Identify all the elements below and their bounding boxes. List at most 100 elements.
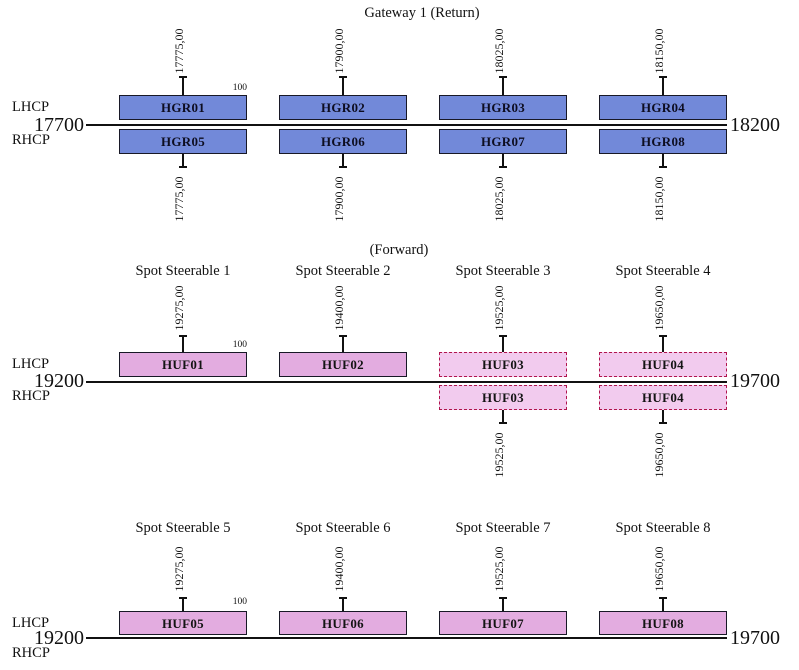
tick-stem [662, 410, 664, 422]
channel-box-huf01: HUF01 [119, 352, 247, 377]
beam-header-spot-steerable-6: Spot Steerable 6 [295, 520, 391, 536]
axis-start-frequency: 17700 [34, 114, 84, 136]
tick-cap [499, 76, 507, 78]
center-frequency-label: 19400,00 [332, 285, 346, 331]
tick-cap [339, 166, 347, 168]
channel-box-hgr08: HGR08 [599, 129, 727, 154]
tick-cap [659, 597, 667, 599]
tick-stem [502, 154, 504, 166]
tick-cap [499, 422, 507, 424]
tick-cap [659, 166, 667, 168]
tick-stem [502, 78, 504, 95]
tick-stem [182, 154, 184, 166]
channel-box-huf06: HUF06 [279, 611, 407, 635]
polarization-label-lhcp: LHCP [12, 356, 50, 372]
tick-stem [662, 78, 664, 95]
tick-cap [499, 335, 507, 337]
tick-cap [339, 76, 347, 78]
beam-header-spot-steerable-4: Spot Steerable 4 [615, 263, 711, 279]
tick-cap [659, 76, 667, 78]
channel-box-huf04-lhcp: HUF04 [599, 352, 727, 377]
center-frequency-label: 17900,00 [332, 28, 346, 74]
axis-start-frequency: 19200 [34, 627, 84, 649]
polarization-label-lhcp: LHCP [12, 615, 50, 631]
beam-header-spot-steerable-5: Spot Steerable 5 [135, 520, 231, 536]
tick-cap [179, 597, 187, 599]
center-frequency-label: 19525,00 [492, 285, 506, 331]
tick-cap [179, 335, 187, 337]
channel-box-huf08: HUF08 [599, 611, 727, 635]
tick-stem [342, 599, 344, 611]
tick-cap [499, 597, 507, 599]
axis-start-frequency: 19200 [34, 370, 84, 392]
bandwidth-label: 100 [232, 597, 247, 607]
channel-box-hgr07: HGR07 [439, 129, 567, 154]
tick-stem [662, 599, 664, 611]
channel-box-hgr05: HGR05 [119, 129, 247, 154]
frequency-axis-line [86, 381, 727, 383]
center-frequency-label: 19650,00 [652, 285, 666, 331]
center-frequency-label: 18025,00 [492, 28, 506, 74]
beam-header-spot-steerable-3: Spot Steerable 3 [455, 263, 551, 279]
tick-cap [179, 76, 187, 78]
center-frequency-label: 19275,00 [172, 546, 186, 592]
frequency-axis-line [86, 637, 727, 639]
tick-stem [182, 599, 184, 611]
channel-box-huf07: HUF07 [439, 611, 567, 635]
channel-box-hgr03: HGR03 [439, 95, 567, 120]
center-frequency-label: 18150,00 [652, 28, 666, 74]
channel-box-huf03-rhcp: HUF03 [439, 385, 567, 410]
center-frequency-label: 18150,00 [652, 176, 666, 222]
tick-stem [502, 599, 504, 611]
bandwidth-label: 100 [232, 340, 247, 350]
center-frequency-label: 17900,00 [332, 176, 346, 222]
beam-header-spot-steerable-8: Spot Steerable 8 [615, 520, 711, 536]
channel-box-hgr01: HGR01 [119, 95, 247, 120]
center-frequency-label: 19650,00 [652, 432, 666, 478]
center-frequency-label: 19650,00 [652, 546, 666, 592]
tick-stem [502, 337, 504, 352]
tick-stem [182, 78, 184, 95]
beam-header-spot-steerable-2: Spot Steerable 2 [295, 263, 391, 279]
tick-cap [659, 422, 667, 424]
tick-stem [502, 410, 504, 422]
center-frequency-label: 17775,00 [172, 176, 186, 222]
center-frequency-label: 19525,00 [492, 432, 506, 478]
channel-box-hgr02: HGR02 [279, 95, 407, 120]
axis-end-frequency: 19700 [730, 370, 780, 392]
tick-cap [179, 166, 187, 168]
polarization-label-lhcp: LHCP [12, 99, 50, 115]
tick-stem [342, 337, 344, 352]
frequency-axis-line [86, 124, 727, 126]
tick-stem [342, 78, 344, 95]
tick-cap [659, 335, 667, 337]
beam-header-spot-steerable-7: Spot Steerable 7 [455, 520, 551, 536]
beam-header-spot-steerable-1: Spot Steerable 1 [135, 263, 231, 279]
center-frequency-label: 17775,00 [172, 28, 186, 74]
channel-box-huf04-rhcp: HUF04 [599, 385, 727, 410]
section-title-gateway-return: Gateway 1 (Return) [364, 5, 480, 21]
tick-stem [342, 154, 344, 166]
tick-stem [182, 337, 184, 352]
center-frequency-label: 18025,00 [492, 176, 506, 222]
channel-box-huf03-lhcp: HUF03 [439, 352, 567, 377]
polarization-label-rhcp: RHCP [12, 645, 50, 661]
tick-cap [339, 597, 347, 599]
center-frequency-label: 19525,00 [492, 546, 506, 592]
channel-box-huf02: HUF02 [279, 352, 407, 377]
polarization-label-rhcp: RHCP [12, 132, 50, 148]
axis-end-frequency: 18200 [730, 114, 780, 136]
polarization-label-rhcp: RHCP [12, 388, 50, 404]
channel-box-hgr06: HGR06 [279, 129, 407, 154]
center-frequency-label: 19275,00 [172, 285, 186, 331]
tick-cap [499, 166, 507, 168]
section-title-forward: (Forward) [369, 242, 429, 258]
channel-box-hgr04: HGR04 [599, 95, 727, 120]
center-frequency-label: 19400,00 [332, 546, 346, 592]
tick-stem [662, 154, 664, 166]
axis-end-frequency: 19700 [730, 627, 780, 649]
tick-cap [339, 335, 347, 337]
bandwidth-label: 100 [232, 83, 247, 93]
channel-box-huf05: HUF05 [119, 611, 247, 635]
